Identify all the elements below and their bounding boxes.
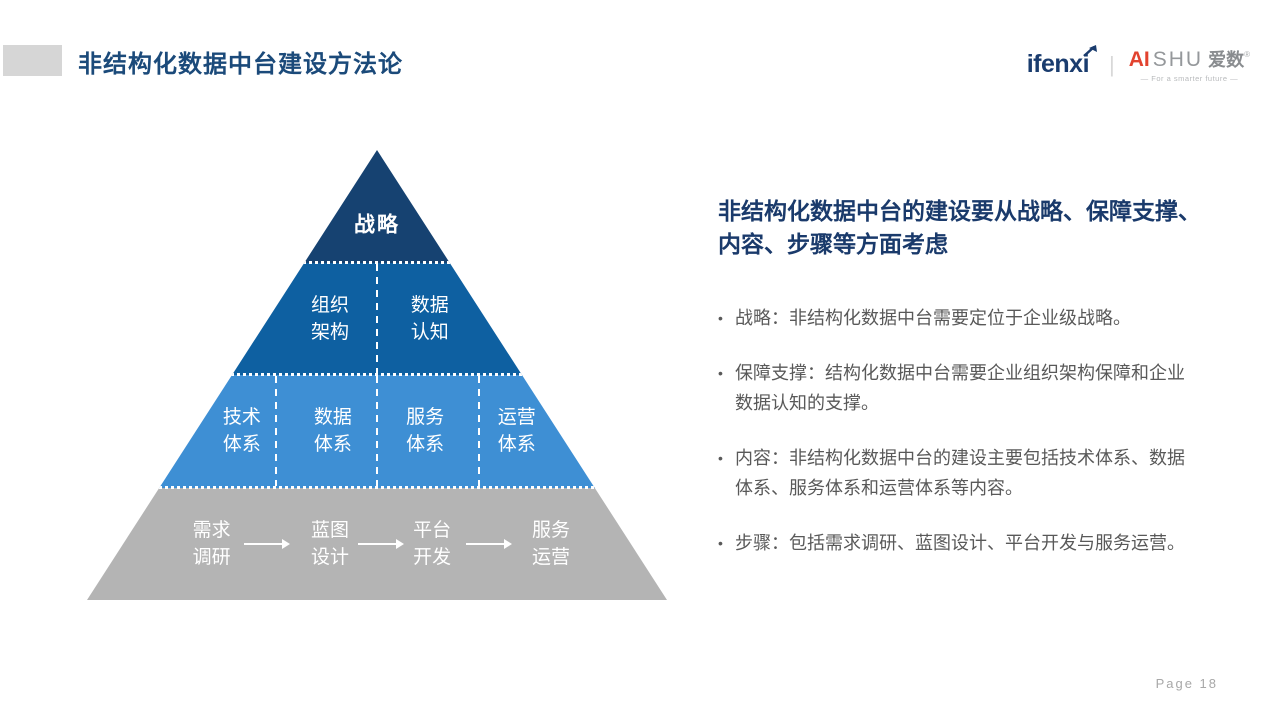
pyramid-diagram: 战略 组织 架构 数据 认知 技术 体系 数据 体系 服务 体系 运营 体系	[87, 150, 667, 600]
section-heading: 非结构化数据中台的建设要从战略、保障支撑、 内容、步骤等方面考虑	[718, 195, 1238, 261]
bullet-item-support: • 保障支撑：结构化数据中台需要企业组织架构保障和企业数据认知的支撑。	[718, 358, 1218, 418]
aishu-trademark: ®	[1244, 50, 1250, 59]
aishu-logo: AI SHU 爱数 ® — For a smarter future —	[1129, 46, 1250, 83]
cell-divider-line	[478, 376, 480, 486]
page-number: Page 18	[1155, 676, 1218, 691]
bullet-icon: •	[718, 450, 723, 466]
step-label-blueprint: 蓝图 设计	[311, 517, 349, 571]
right-arrow-icon	[466, 539, 513, 549]
bullet-item-content: • 内容：非结构化数据中台的建设主要包括技术体系、数据体系、服务体系和运营体系等…	[718, 443, 1218, 503]
label-line: 数据	[313, 407, 352, 428]
bullet-icon: •	[718, 365, 723, 381]
label-line: 蓝图	[311, 520, 350, 541]
bullet-item-steps: • 步骤：包括需求调研、蓝图设计、平台开发与服务运营。	[718, 528, 1218, 558]
label-line: 组织	[311, 295, 350, 316]
step-label-research: 需求 调研	[193, 517, 231, 571]
step-label-development: 平台 开发	[413, 517, 451, 571]
step-label-operation: 服务 运营	[532, 517, 570, 571]
pyramid-tier-strategy	[87, 150, 667, 263]
tier-divider-line	[87, 261, 667, 264]
pyramid-label-data-cognition: 数据 认知	[411, 292, 449, 346]
bullet-item-strategy: • 战略：非结构化数据中台需要定位于企业级战略。	[718, 303, 1218, 333]
label-line: 体系	[222, 434, 261, 455]
aishu-shu-text: SHU	[1152, 48, 1204, 71]
bullet-text: 步骤：包括需求调研、蓝图设计、平台开发与服务运营。	[735, 533, 1185, 553]
aishu-tagline: — For a smarter future —	[1140, 74, 1239, 83]
pyramid-label-strategy: 战略	[354, 213, 400, 237]
cell-divider-line	[376, 376, 378, 486]
logo-area: ifenxi | AI SHU 爱数 ® — For a smarter fut…	[1026, 45, 1250, 83]
ifenxi-arrow-icon	[1083, 45, 1098, 57]
section-heading-line2: 内容、步骤等方面考虑	[718, 231, 948, 257]
label-line: 设计	[311, 547, 350, 568]
pyramid-label-data-system: 数据 体系	[314, 404, 352, 458]
label-line: 认知	[410, 322, 449, 343]
pyramid-label-tech-system: 技术 体系	[223, 404, 261, 458]
label-line: 需求	[192, 520, 231, 541]
tier-divider-line	[87, 486, 667, 489]
cell-divider-line	[275, 376, 277, 486]
label-line: 运营	[531, 547, 571, 568]
ifenxi-logo: ifenxi	[1026, 45, 1098, 79]
tier-divider-line	[87, 373, 667, 376]
label-line: 架构	[311, 322, 350, 343]
cell-divider-line	[376, 264, 378, 373]
label-line: 平台	[413, 520, 452, 541]
bullet-text: 内容：非结构化数据中台的建设主要包括技术体系、数据体系、服务体系和运营体系等内容…	[735, 448, 1185, 498]
label-line: 体系	[406, 434, 445, 455]
pyramid-label-service-system: 服务 体系	[406, 404, 444, 458]
pyramid-label-operation-system: 运营 体系	[498, 404, 536, 458]
label-line: 体系	[497, 434, 536, 455]
bullet-text: 保障支撑：结构化数据中台需要企业组织架构保障和企业数据认知的支撑。	[735, 363, 1185, 413]
label-line: 运营	[497, 407, 536, 428]
aishu-logo-text: AI SHU 爱数 ®	[1129, 46, 1250, 72]
right-arrow-icon	[243, 539, 290, 549]
label-line: 开发	[413, 547, 452, 568]
logo-divider: |	[1109, 51, 1115, 77]
right-arrow-icon	[358, 539, 405, 549]
pyramid-label-organization: 组织 架构	[311, 292, 349, 346]
bullet-list: • 战略：非结构化数据中台需要定位于企业级战略。 • 保障支撑：结构化数据中台需…	[718, 303, 1218, 583]
bullet-icon: •	[718, 535, 723, 551]
label-line: 调研	[192, 547, 231, 568]
title-accent-square	[3, 45, 62, 76]
bullet-icon: •	[718, 310, 723, 326]
label-line: 服务	[531, 520, 571, 541]
ifenxi-logo-text: ifenxi	[1026, 50, 1090, 78]
page-title: 非结构化数据中台建设方法论	[78, 51, 403, 78]
aishu-ai-text: AI	[1128, 48, 1150, 71]
label-line: 技术	[222, 407, 261, 428]
label-line: 服务	[406, 407, 445, 428]
aishu-cn-text: 爱数	[1208, 50, 1245, 70]
bullet-text: 战略：非结构化数据中台需要定位于企业级战略。	[735, 308, 1131, 328]
section-heading-line1: 非结构化数据中台的建设要从战略、保障支撑、	[718, 198, 1201, 224]
label-line: 数据	[410, 295, 449, 316]
label-line: 体系	[313, 434, 352, 455]
